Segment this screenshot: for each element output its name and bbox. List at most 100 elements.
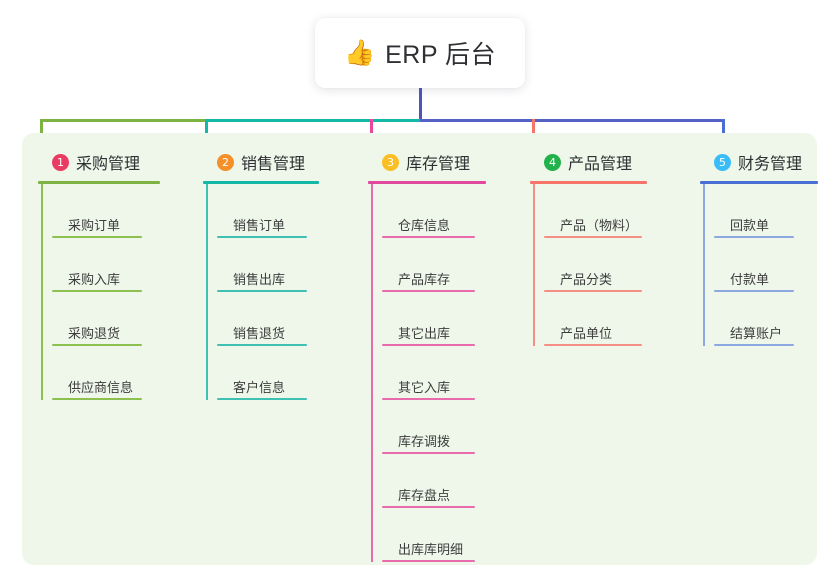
- leaf-item-label: 产品分类: [560, 272, 613, 287]
- leaf-item-rule: [714, 236, 794, 238]
- leaf-item-rule: [52, 344, 142, 346]
- leaf-item[interactable]: 付款单: [714, 238, 830, 292]
- leaf-item-label: 采购入库: [68, 272, 121, 287]
- leaf-item[interactable]: 产品（物料）: [544, 184, 692, 238]
- column-header-5[interactable]: 5 财务管理: [700, 145, 830, 179]
- leaf-item-rule: [217, 290, 307, 292]
- leaf-item-rule: [217, 236, 307, 238]
- leaf-item[interactable]: 产品库存: [382, 238, 535, 292]
- leaf-item[interactable]: 其它出库: [382, 292, 535, 346]
- leaf-item[interactable]: 其它入库: [382, 346, 535, 400]
- column-rule-2: [203, 181, 319, 184]
- leaf-item[interactable]: 销售出库: [217, 238, 368, 292]
- bus-wire-2: [205, 119, 423, 122]
- column-title-4: 产品管理: [568, 156, 633, 173]
- column-spine-1: [41, 184, 43, 400]
- leaf-item-label: 产品（物料）: [560, 218, 639, 233]
- column-rule-4: [530, 181, 647, 184]
- column-title-1: 采购管理: [76, 156, 141, 173]
- leaf-item-label: 付款单: [730, 272, 770, 287]
- thumbs-up-icon: 👍: [343, 38, 376, 67]
- column-header-1[interactable]: 1 采购管理: [38, 145, 213, 179]
- leaf-item-label: 供应商信息: [68, 380, 134, 395]
- leaf-list-2: 销售订单销售出库销售退货客户信息: [203, 184, 368, 400]
- leaf-item-label: 销售退货: [233, 326, 286, 341]
- leaf-item-label: 产品单位: [560, 326, 613, 341]
- drop-wire-3: [370, 119, 373, 145]
- column-5: 5 财务管理回款单付款单结算账户: [700, 145, 830, 346]
- leaf-item-rule: [544, 236, 642, 238]
- leaf-item[interactable]: 产品分类: [544, 238, 692, 292]
- column-badge-1: 1: [52, 153, 69, 171]
- leaf-item[interactable]: 出库库明细: [382, 508, 535, 562]
- leaf-item-rule: [382, 452, 475, 454]
- leaf-item[interactable]: 采购退货: [52, 292, 213, 346]
- leaf-item-label: 产品库存: [398, 272, 451, 287]
- leaf-item[interactable]: 库存盘点: [382, 454, 535, 508]
- leaf-item[interactable]: 客户信息: [217, 346, 368, 400]
- column-rule-5: [700, 181, 818, 184]
- leaf-item-rule: [217, 344, 307, 346]
- leaf-item-rule: [544, 290, 642, 292]
- leaf-item-label: 仓库信息: [398, 218, 451, 233]
- column-1: 1 采购管理采购订单采购入库采购退货供应商信息: [38, 145, 213, 400]
- column-rule-1: [38, 181, 160, 184]
- leaf-item-label: 结算账户: [730, 326, 783, 341]
- leaf-item-label: 客户信息: [233, 380, 286, 395]
- drop-wire-2: [205, 119, 208, 145]
- leaf-item-label: 出库库明细: [398, 542, 464, 557]
- drop-wire-1: [40, 119, 43, 145]
- column-title-2: 销售管理: [241, 156, 306, 173]
- column-3: 3 库存管理仓库信息产品库存其它出库其它入库库存调拨库存盘点出库库明细: [368, 145, 535, 562]
- leaf-item[interactable]: 销售订单: [217, 184, 368, 238]
- column-spine-3: [371, 184, 373, 562]
- leaf-item-rule: [217, 398, 307, 400]
- leaf-item-rule: [382, 398, 475, 400]
- leaf-item-label: 回款单: [730, 218, 770, 233]
- drop-wire-4: [532, 119, 535, 145]
- column-spine-4: [533, 184, 535, 346]
- leaf-item[interactable]: 结算账户: [714, 292, 830, 346]
- bus-wire-3: [420, 119, 725, 122]
- leaf-item-rule: [52, 398, 142, 400]
- leaf-list-3: 仓库信息产品库存其它出库其它入库库存调拨库存盘点出库库明细: [368, 184, 535, 562]
- column-title-3: 库存管理: [406, 156, 471, 173]
- leaf-item-label: 其它入库: [398, 380, 451, 395]
- bus-wire-1: [40, 119, 208, 122]
- leaf-item[interactable]: 采购入库: [52, 238, 213, 292]
- leaf-item-rule: [52, 236, 142, 238]
- leaf-item-label: 其它出库: [398, 326, 451, 341]
- leaf-item[interactable]: 销售退货: [217, 292, 368, 346]
- leaf-list-5: 回款单付款单结算账户: [700, 184, 830, 346]
- leaf-item-rule: [714, 290, 794, 292]
- leaf-item-label: 销售出库: [233, 272, 286, 287]
- leaf-item[interactable]: 供应商信息: [52, 346, 213, 400]
- column-badge-3: 3: [382, 153, 399, 171]
- drop-wire-5: [722, 119, 725, 145]
- leaf-item-rule: [382, 236, 475, 238]
- leaf-item-rule: [382, 560, 475, 562]
- leaf-item-rule: [382, 344, 475, 346]
- leaf-item-label: 库存盘点: [398, 488, 451, 503]
- column-header-3[interactable]: 3 库存管理: [368, 145, 535, 179]
- leaf-item[interactable]: 库存调拨: [382, 400, 535, 454]
- leaf-item-rule: [544, 344, 642, 346]
- leaf-list-1: 采购订单采购入库采购退货供应商信息: [38, 184, 213, 400]
- column-badge-5: 5: [714, 153, 731, 171]
- leaf-item[interactable]: 回款单: [714, 184, 830, 238]
- root-node-title: ERP 后台: [385, 41, 497, 69]
- column-title-5: 财务管理: [738, 156, 803, 173]
- leaf-item[interactable]: 产品单位: [544, 292, 692, 346]
- leaf-item-label: 采购订单: [68, 218, 121, 233]
- root-node-card[interactable]: 👍 ERP 后台: [315, 18, 525, 88]
- column-spine-5: [703, 184, 705, 346]
- leaf-item[interactable]: 仓库信息: [382, 184, 535, 238]
- leaf-item-label: 销售订单: [233, 218, 286, 233]
- leaf-item-label: 采购退货: [68, 326, 121, 341]
- leaf-item-rule: [382, 290, 475, 292]
- leaf-item[interactable]: 采购订单: [52, 184, 213, 238]
